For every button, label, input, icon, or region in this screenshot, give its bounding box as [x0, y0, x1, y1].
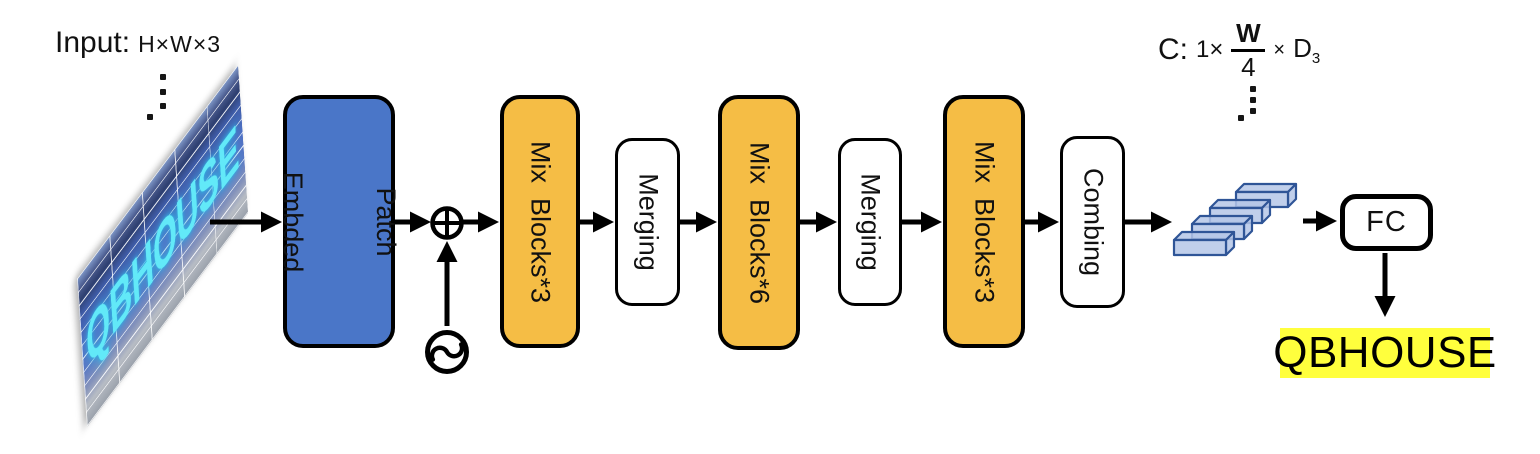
- merging-2-label: Merging: [855, 173, 886, 271]
- combing-block: Combing: [1060, 136, 1125, 308]
- dot: [147, 114, 153, 120]
- formula-fraction: W 4: [1231, 20, 1266, 80]
- mix-blocks-3: Mix Blocks*3: [943, 95, 1025, 348]
- dot: [1238, 115, 1244, 121]
- dot: [1250, 108, 1256, 114]
- mix-blocks-1-label: Mix Blocks*3: [525, 140, 556, 303]
- mix-blocks-3-label: Mix Blocks*3: [969, 140, 1000, 303]
- positional-encoding-icon: [425, 330, 469, 374]
- dot: [1250, 97, 1256, 103]
- input-dims: H×W×3: [138, 31, 222, 57]
- dot: [160, 74, 166, 80]
- feature-brick: [1190, 214, 1254, 241]
- feature-brick: [1208, 198, 1272, 225]
- fc-block: FC: [1340, 194, 1433, 251]
- patch-embed-block: Patch Embded: [278, 95, 401, 348]
- formula-prefix: C:: [1158, 33, 1188, 66]
- fc-label: FC: [1366, 206, 1407, 238]
- merging-1-label: Merging: [633, 173, 664, 271]
- formula-times: ×: [1273, 38, 1286, 61]
- feature-brick: [1234, 182, 1298, 209]
- mix-blocks-1: Mix Blocks*3: [500, 95, 580, 348]
- formula-factor: 1×: [1196, 36, 1224, 63]
- feature-maps-icon: [1172, 182, 1298, 257]
- input-label: Input: H×W×3: [55, 26, 221, 60]
- feature-brick: [1172, 230, 1236, 257]
- fraction-bar: [1231, 49, 1266, 52]
- dot: [160, 89, 166, 95]
- formula-dim: D3: [1293, 32, 1321, 68]
- output-text: QBHOUSE: [1273, 328, 1497, 378]
- mix-blocks-2-label: Mix Blocks*6: [744, 141, 775, 304]
- combing-label: Combing: [1078, 167, 1109, 277]
- feature-shape-formula: C: 1× W 4 × D3: [1158, 20, 1320, 80]
- dot: [1250, 86, 1256, 92]
- mix-blocks-2: Mix Blocks*6: [718, 95, 800, 350]
- input-label-prefix: Input:: [55, 26, 131, 59]
- dot: [160, 103, 166, 109]
- patch-embed-label: Patch Embded: [277, 171, 402, 272]
- merging-2: Merging: [838, 138, 902, 306]
- merging-1: Merging: [615, 138, 680, 306]
